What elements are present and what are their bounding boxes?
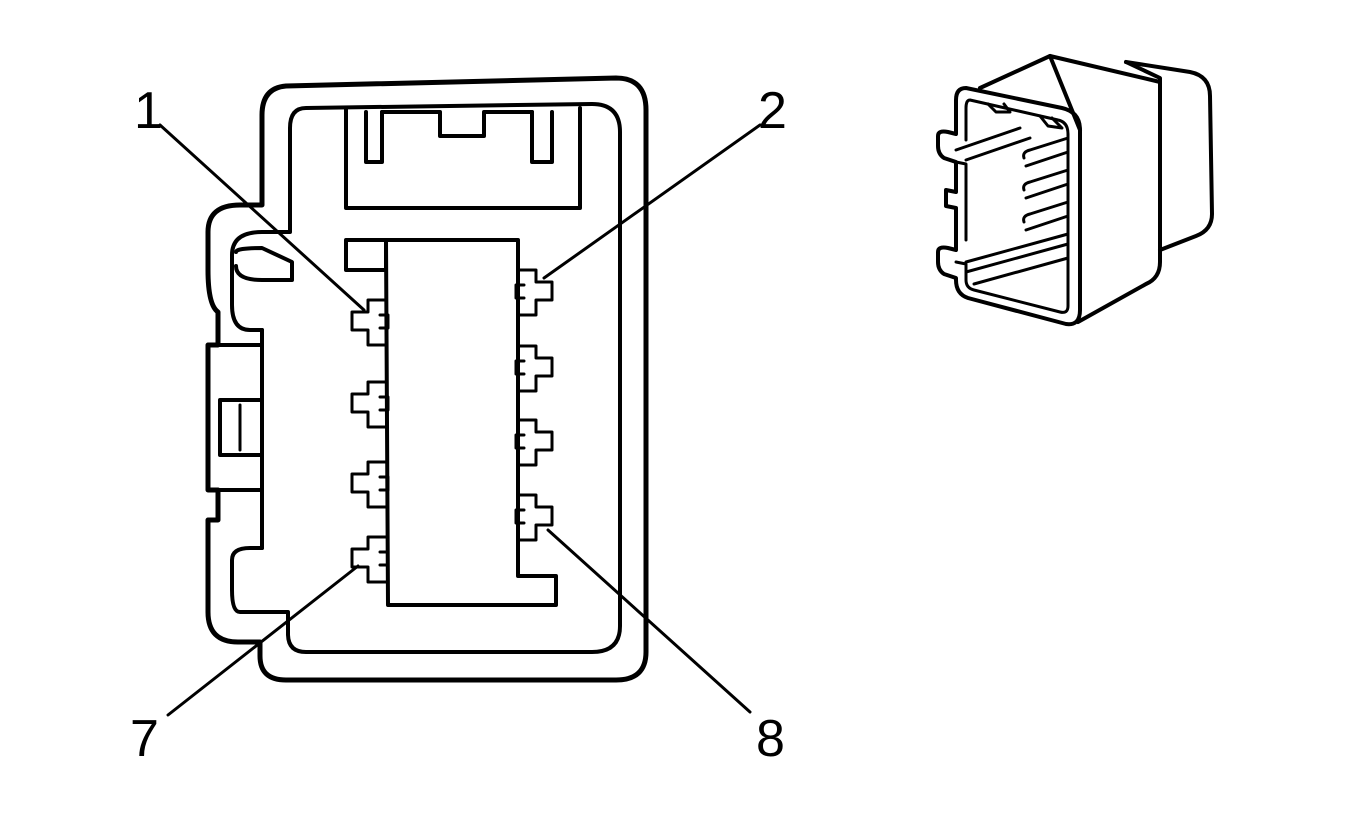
top-key-center xyxy=(380,110,534,138)
pin-label-2: 2 xyxy=(758,82,787,140)
iso-rear-body xyxy=(1124,60,1214,252)
top-key-left-slot xyxy=(364,110,384,164)
terminal-6 xyxy=(514,418,554,467)
leader-pin-7 xyxy=(166,564,360,717)
top-keyway xyxy=(344,106,582,210)
left-rail-lower xyxy=(208,328,264,347)
left-rail-bottom xyxy=(206,488,264,550)
terminal-2 xyxy=(514,268,554,317)
terminal-8 xyxy=(514,493,554,542)
iso-rear-top xyxy=(1124,60,1162,252)
iso-front-lip xyxy=(954,98,1070,314)
left-terminals xyxy=(350,298,390,584)
leader-pin-8 xyxy=(546,528,752,714)
connector-isometric-view xyxy=(936,54,1214,327)
iso-rail-top xyxy=(954,126,1032,162)
iso-mid-body xyxy=(978,54,1162,324)
iso-pin-b xyxy=(1022,168,1070,200)
iso-rails xyxy=(954,126,1070,286)
housing-outer xyxy=(205,75,649,683)
pin-carrier xyxy=(384,238,558,607)
terminal-5 xyxy=(350,460,390,509)
iso-pin-c xyxy=(1022,200,1070,232)
pin-label-1: 1 xyxy=(134,82,163,140)
pin-block-key xyxy=(344,238,388,272)
housing-inner xyxy=(230,102,622,654)
leader-pin-1 xyxy=(158,123,366,312)
leader-lines xyxy=(158,123,762,717)
connector-face-view xyxy=(158,75,762,717)
top-key-right-slot xyxy=(530,110,554,164)
leader-pin-2 xyxy=(542,123,762,280)
pin-label-7: 7 xyxy=(130,710,159,768)
terminal-4 xyxy=(514,344,554,393)
iso-key-notch-2 xyxy=(1038,114,1064,130)
pin-label-8: 8 xyxy=(756,710,785,768)
iso-key-notch-1 xyxy=(986,102,1012,114)
iso-rail-mid xyxy=(964,232,1070,286)
left-latch xyxy=(218,398,264,457)
terminal-1 xyxy=(350,298,390,347)
iso-pin-a xyxy=(1022,136,1070,168)
right-terminals xyxy=(514,268,554,542)
left-rail-upper xyxy=(234,246,294,282)
iso-pins xyxy=(1022,136,1070,232)
iso-front-shroud xyxy=(936,86,1082,327)
terminal-7 xyxy=(350,535,390,584)
pin-labels: 1 2 7 8 xyxy=(130,82,787,768)
terminal-3 xyxy=(350,380,390,429)
